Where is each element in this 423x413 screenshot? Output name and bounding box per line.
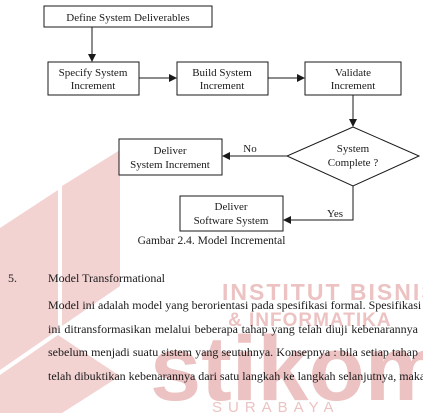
watermark-line1: INSTITUT BISNIS <box>222 279 423 305</box>
deliver-increment-line2: System Increment <box>130 159 210 171</box>
decision-label-line1: System <box>337 143 370 155</box>
deliver-increment-line1: Deliver <box>154 145 187 157</box>
stikom-logo-shape <box>0 150 120 413</box>
define-deliverables-label: Define System Deliverables <box>66 12 189 24</box>
validate-label-line2: Increment <box>331 80 376 92</box>
body-paragraph: Model ini adalah model yang berorientasi… <box>48 294 423 388</box>
build-label-line1: Build System <box>192 67 252 79</box>
section-heading: 5. Model Transformational <box>8 271 165 286</box>
specify-increment-box <box>47 61 140 96</box>
deliver-software-line2: Software System <box>194 215 269 227</box>
deliver-software-box <box>179 195 284 232</box>
specify-label-line1: Specify System <box>59 67 128 79</box>
figure-caption: Gambar 2.4. Model Incremental <box>137 235 286 247</box>
specify-label-line2: Increment <box>71 80 116 92</box>
incremental-model-diagram: Define System Deliverables Specify Syste… <box>43 5 421 232</box>
section-number: 5. <box>8 271 17 285</box>
validate-increment-box <box>304 61 402 96</box>
paragraph-line: Model ini adalah model yang berorientasi… <box>48 298 422 312</box>
define-deliverables-box <box>43 5 213 28</box>
arrow-decision-yes <box>283 186 354 224</box>
paragraph-line: sebelum menjadi suatu sistem yang seutuh… <box>48 345 418 359</box>
decision-label-line2: Complete ? <box>328 157 379 169</box>
paragraph-line: ini ditransformasikan melalui beberapa t… <box>48 321 418 336</box>
no-label: No <box>243 143 257 155</box>
watermark-brand: stikom <box>150 318 423 413</box>
deliver-software-line1: Deliver <box>215 201 248 213</box>
section-title: Model Transformational <box>48 271 165 285</box>
validate-label-line1: Validate <box>335 67 371 79</box>
yes-label: Yes <box>327 208 343 220</box>
watermark-city: SURABAYA <box>212 399 339 413</box>
paragraph-line: telah dibuktikan kebenarannya dari satu … <box>48 368 423 383</box>
watermark-line2: & INFORMATIKA <box>228 310 392 331</box>
build-label-line2: Increment <box>200 80 245 92</box>
